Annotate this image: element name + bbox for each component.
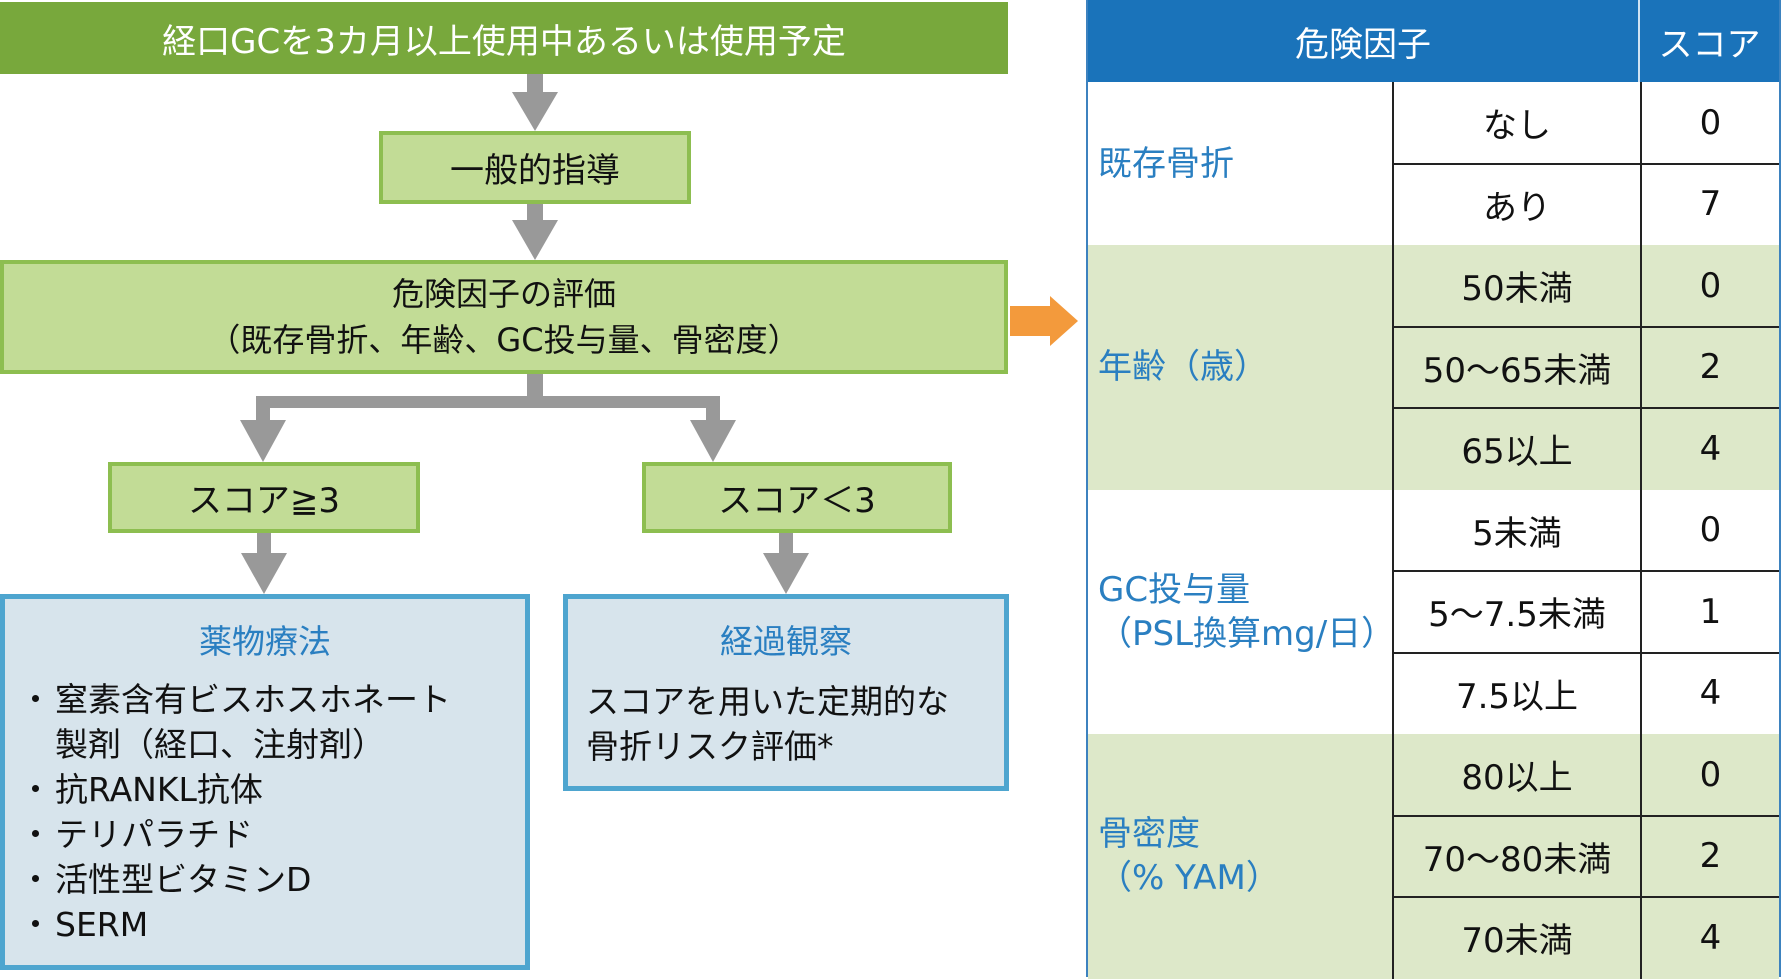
general-guidance-text: 一般的指導: [450, 151, 620, 191]
row-divider: [1392, 896, 1779, 898]
arrowhead-low-to-obs: [763, 553, 809, 594]
score-cell: 0: [1640, 734, 1779, 816]
observation-text: スコアを用いた定期的な骨折リスク評価*: [586, 682, 949, 766]
risk-factor-name: 既存骨折: [1098, 143, 1234, 184]
arrowhead-high-to-drug: [241, 553, 287, 594]
risk-option-cell: なし: [1392, 82, 1640, 164]
observation-title: 経過観察: [720, 622, 852, 661]
connector-left-drop: [256, 396, 270, 422]
arrow-high-to-drug: [257, 533, 271, 557]
header-risk-factor: 危険因子: [1088, 0, 1640, 82]
risk-option-cell: 50未満: [1392, 245, 1640, 327]
risk-factor-name: 骨密度（% YAM）: [1098, 814, 1280, 899]
row-divider: [1392, 814, 1779, 817]
risk-option-cell: 7.5以上: [1392, 652, 1640, 734]
drug-list-item: SERM: [19, 902, 525, 947]
score-cell: 2: [1640, 815, 1779, 897]
drug-list-item: 抗RANKL抗体: [19, 767, 525, 812]
score-cell: 0: [1640, 245, 1779, 327]
link-arrow-shaft: [1010, 306, 1052, 336]
score-high-text: スコア≧3: [187, 481, 341, 521]
risk-assessment-box: 危険因子の評価 （既存骨折、年齢、GC投与量、骨密度）: [0, 260, 1008, 374]
connector-right-drop: [706, 396, 720, 422]
arrowhead-to-score-low: [690, 420, 736, 462]
score-high-box: スコア≧3: [108, 462, 420, 533]
score-cell: 0: [1640, 82, 1779, 164]
risk-option-cell: 50〜65未満: [1392, 326, 1640, 408]
start-condition-text: 経口GCを3カ月以上使用中あるいは使用予定: [162, 21, 846, 62]
risk-option-cell: あり: [1392, 163, 1640, 245]
arrow-general-to-risk: [527, 204, 543, 222]
risk-factor-name: GC投与量（PSL換算mg/日）: [1098, 569, 1396, 654]
risk-option-cell: 65以上: [1392, 408, 1640, 490]
risk-option-cell: 5未満: [1392, 489, 1640, 571]
drug-therapy-title: 薬物療法: [199, 622, 331, 661]
risk-option-cell: 80以上: [1392, 734, 1640, 816]
score-cell: 1: [1640, 571, 1779, 653]
risk-factor-name: 年齢（歳）: [1098, 347, 1268, 388]
row-divider: [1392, 570, 1779, 572]
score-low-text: スコア＜3: [718, 481, 876, 521]
general-guidance-box: 一般的指導: [379, 131, 691, 204]
connector-horizontal: [256, 396, 720, 408]
drug-list-item: テリパラチド: [19, 812, 525, 857]
score-cell: 4: [1640, 652, 1779, 734]
score-cell: 4: [1640, 897, 1779, 979]
observation-box: 経過観察 スコアを用いた定期的な骨折リスク評価*: [563, 594, 1009, 791]
score-cell: 4: [1640, 408, 1779, 490]
risk-option-cell: 5〜7.5未満: [1392, 571, 1640, 653]
arrowhead-start-to-general: [512, 92, 558, 131]
risk-assessment-factors: （既存骨折、年齢、GC投与量、骨密度）: [208, 321, 800, 359]
link-arrowhead: [1050, 296, 1078, 346]
connector-risk-stem: [527, 374, 543, 404]
row-divider: [1392, 407, 1779, 409]
score-cell: 0: [1640, 489, 1779, 571]
row-divider: [1392, 651, 1779, 654]
arrowhead-to-score-high: [240, 420, 286, 462]
arrow-start-to-general: [527, 74, 543, 94]
score-cell: 2: [1640, 326, 1779, 408]
risk-option-cell: 70未満: [1392, 897, 1640, 979]
arrow-low-to-obs: [779, 533, 793, 557]
score-cell: 7: [1640, 163, 1779, 245]
arrowhead-general-to-risk: [512, 220, 558, 260]
table-header: 危険因子 スコア: [1088, 0, 1779, 82]
drug-list-item: 活性型ビタミンD: [19, 857, 525, 902]
header-score: スコア: [1658, 24, 1761, 65]
row-divider: [1392, 162, 1779, 165]
risk-option-cell: 70〜80未満: [1392, 815, 1640, 897]
row-divider: [1392, 325, 1779, 328]
risk-assessment-title: 危険因子の評価: [391, 275, 616, 313]
start-condition-bar: 経口GCを3カ月以上使用中あるいは使用予定: [0, 2, 1008, 74]
score-low-box: スコア＜3: [642, 462, 952, 533]
